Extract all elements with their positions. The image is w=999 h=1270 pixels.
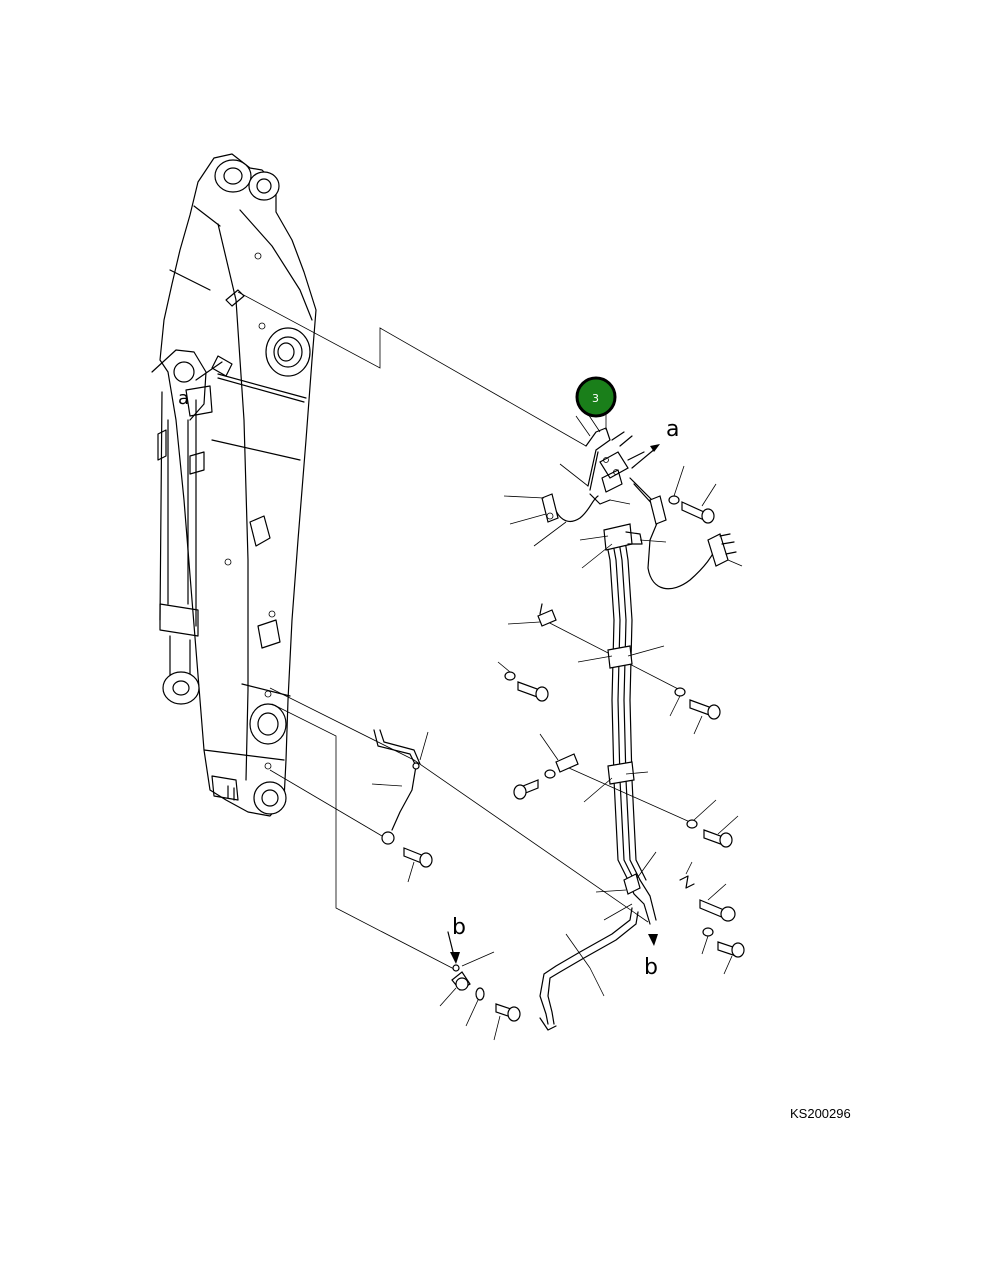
drawing-code: KS200296 (790, 1106, 851, 1121)
bottom-fittings: b (439, 915, 521, 1041)
label-a: a (666, 417, 679, 442)
callout-number[interactable]: 3 (592, 392, 599, 405)
hydraulic-cylinder: a (151, 349, 233, 705)
callout-circle[interactable] (575, 376, 617, 418)
boom-arm (159, 153, 317, 817)
callout-marker-3[interactable]: 3 (575, 376, 617, 433)
brackets-fasteners (497, 603, 745, 975)
label-a-on-boom: a (178, 388, 189, 409)
label-b-fitting: b (452, 915, 466, 940)
valve-block-assembly: a (503, 415, 743, 590)
lower-clamp-assembly (371, 729, 433, 883)
label-b-tube: b (644, 955, 658, 980)
hydraulic-tubes: b (539, 523, 667, 1031)
leader-lines (237, 291, 691, 971)
